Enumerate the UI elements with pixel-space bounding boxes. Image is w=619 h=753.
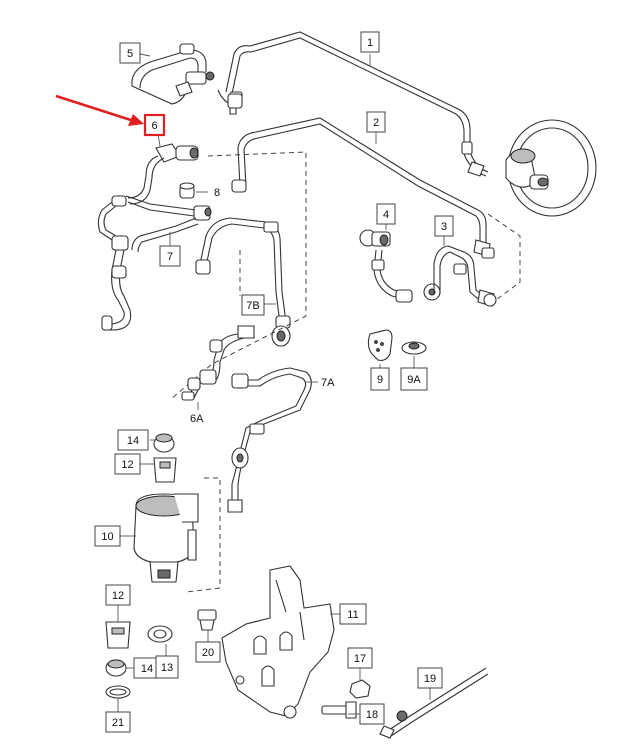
part-11 <box>221 565 335 719</box>
part-13 <box>147 625 173 643</box>
pipe-7a <box>227 367 312 513</box>
svg-text:2: 2 <box>373 117 379 129</box>
svg-text:7A: 7A <box>321 377 335 389</box>
callout-12-lower: 12 <box>105 584 131 606</box>
svg-text:9: 9 <box>377 374 383 386</box>
svg-text:13: 13 <box>161 662 173 674</box>
part-14-lower <box>105 659 127 677</box>
svg-text:5: 5 <box>127 48 133 60</box>
svg-text:3: 3 <box>441 221 447 233</box>
svg-text:9A: 9A <box>407 374 421 386</box>
callout-17: 17 <box>347 647 373 669</box>
svg-text:20: 20 <box>202 647 214 659</box>
callout-10: 10 <box>94 525 121 547</box>
part-10 <box>133 493 199 583</box>
pipe-6a <box>181 325 255 401</box>
part-9 <box>367 329 393 361</box>
part-12-upper <box>153 457 177 483</box>
callout-11: 11 <box>339 603 367 625</box>
pipe-7b <box>195 217 291 347</box>
svg-text:19: 19 <box>424 673 436 685</box>
callout-12-upper: 12 <box>114 453 141 475</box>
callout-14-upper: 14 <box>117 429 149 451</box>
part-8 <box>179 182 195 199</box>
callout-2: 2 <box>366 111 386 133</box>
pipe-3 <box>433 245 497 307</box>
part-21 <box>105 685 131 699</box>
svg-text:6A: 6A <box>190 413 204 425</box>
part-19 <box>379 667 489 739</box>
pipe-2 <box>231 117 495 259</box>
pipe-4 <box>359 229 441 303</box>
part-14-upper <box>153 433 175 453</box>
leader-lines <box>117 53 445 715</box>
part-18 <box>321 701 357 719</box>
brake-servo <box>505 119 597 217</box>
svg-text:12: 12 <box>112 590 124 602</box>
callout-7: 7 <box>159 245 181 267</box>
callout-18: 18 <box>359 703 385 725</box>
callout-21: 21 <box>105 711 131 733</box>
svg-text:21: 21 <box>112 717 124 729</box>
dashed-outline-middle <box>169 151 307 401</box>
svg-text:1: 1 <box>367 37 373 49</box>
callout-6a: 6A <box>190 413 204 425</box>
callout-1: 1 <box>360 31 380 53</box>
svg-text:8: 8 <box>214 187 220 199</box>
svg-text:17: 17 <box>354 653 366 665</box>
svg-text:6: 6 <box>151 120 157 132</box>
svg-text:11: 11 <box>347 609 358 621</box>
callout-5: 5 <box>119 42 141 64</box>
callout-7a: 7A <box>321 377 335 389</box>
callout-7b: 7B <box>241 294 265 316</box>
callout-14-lower: 14 <box>133 657 161 679</box>
dashed-outline-2 <box>487 213 521 301</box>
pipe-1 <box>225 31 489 177</box>
svg-text:12: 12 <box>121 459 133 471</box>
highlight-arrow <box>55 94 144 126</box>
callout-13: 13 <box>155 655 179 679</box>
pipe-6 <box>97 143 199 331</box>
svg-text:14: 14 <box>127 435 139 447</box>
callout-6: 6 <box>143 113 166 137</box>
callout-20: 20 <box>195 641 221 663</box>
callout-4: 4 <box>376 203 396 225</box>
callout-3: 3 <box>434 215 454 237</box>
part-12-lower <box>105 621 131 649</box>
svg-text:14: 14 <box>141 663 153 675</box>
part-20 <box>197 609 217 631</box>
callout-8: 8 <box>214 187 220 199</box>
part-9a <box>401 341 427 355</box>
svg-text:7B: 7B <box>246 300 259 312</box>
svg-text:10: 10 <box>101 531 113 543</box>
pipe-7 <box>125 195 212 253</box>
callout-9a: 9A <box>400 367 428 391</box>
callout-19: 19 <box>417 667 443 689</box>
callout-9: 9 <box>370 367 390 391</box>
svg-text:4: 4 <box>383 209 389 221</box>
svg-text:18: 18 <box>366 709 378 721</box>
pipe-5 <box>131 43 243 115</box>
part-17 <box>349 679 371 699</box>
svg-text:7: 7 <box>167 251 173 263</box>
